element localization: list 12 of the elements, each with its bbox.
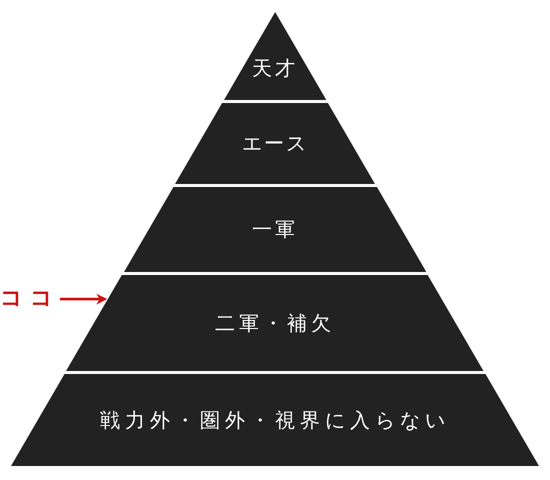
pyramid-tier <box>124 187 426 272</box>
pyramid-tier <box>224 12 326 100</box>
pyramid-tier <box>66 275 484 371</box>
pointer-label: ココ <box>0 286 60 310</box>
tier-label: 天才 <box>252 57 298 80</box>
pyramid-tier <box>174 103 375 184</box>
tier-label: 二軍・補欠 <box>214 312 335 334</box>
tier-label: エース <box>242 132 308 155</box>
pyramid-tier <box>11 374 539 466</box>
tier-label: 戦力外・圏外・視界に入らない <box>100 408 450 432</box>
tier-label: 一軍 <box>252 218 298 241</box>
arrow <box>60 294 108 305</box>
